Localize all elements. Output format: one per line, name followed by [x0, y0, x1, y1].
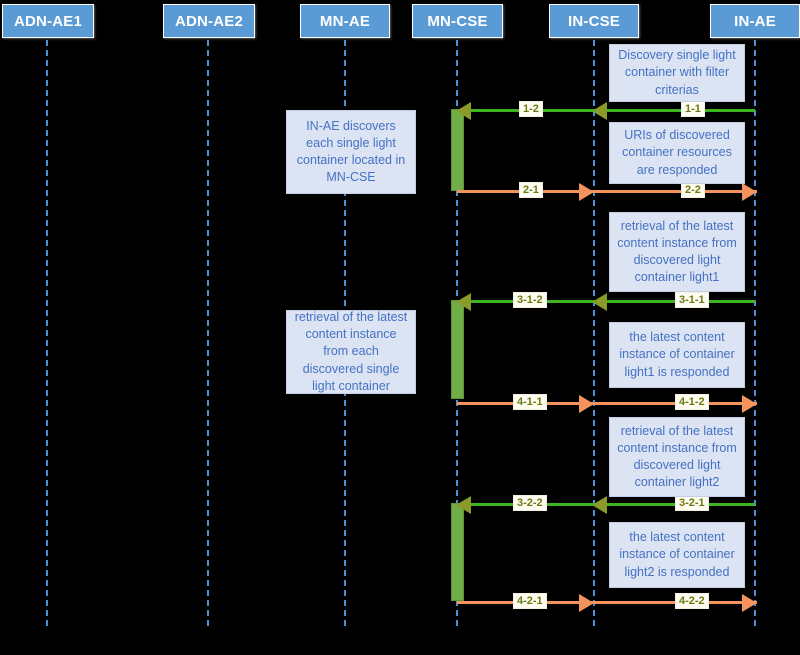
- message-line-1-1: [594, 109, 755, 112]
- activation-bar: [451, 300, 464, 399]
- message-label-3-1-1: 3-1-1: [675, 292, 709, 309]
- message-line-3-2-1: [594, 503, 755, 506]
- note-in-ae-discovers-text: IN-AE discovers each single light contai…: [296, 118, 406, 185]
- actor-box-in-ae[interactable]: IN-AE: [710, 4, 800, 38]
- arrowhead-2-2: [742, 183, 757, 201]
- note-light2-responded: the latest content instance of container…: [609, 522, 745, 588]
- message-label-4-1-2: 4-1-2: [675, 394, 709, 411]
- message-label-4-2-2: 4-2-2: [675, 593, 709, 610]
- actor-label-adn-ae1: ADN-AE1: [13, 12, 83, 30]
- message-label-4-1-1: 4-1-1: [513, 394, 547, 411]
- note-uris-responded: URIs of discovered container resources a…: [609, 122, 745, 184]
- message-label-3-2-2: 3-2-2: [513, 495, 547, 512]
- arrowhead-1-2: [456, 102, 471, 120]
- lifeline-in-cse: [593, 40, 595, 626]
- message-line-2-2: [594, 190, 757, 193]
- actor-box-mn-ae[interactable]: MN-AE: [300, 4, 390, 38]
- message-label-2-2: 2-2: [681, 182, 705, 199]
- note-light1-responded-text: the latest content instance of container…: [619, 330, 735, 379]
- note-discovery-request: Discovery single light container with fi…: [609, 44, 745, 102]
- arrowhead-2-1: [579, 183, 594, 201]
- message-label-3-1-2: 3-1-2: [513, 292, 547, 309]
- actor-label-in-cse: IN-CSE: [567, 12, 621, 30]
- arrowhead-3-1-2: [456, 293, 471, 311]
- message-label-1-2: 1-2: [519, 101, 543, 118]
- message-label-2-1: 2-1: [519, 182, 543, 199]
- actor-label-in-ae: IN-AE: [734, 12, 776, 30]
- actor-box-adn-ae2[interactable]: ADN-AE2: [163, 4, 255, 38]
- actor-box-in-cse[interactable]: IN-CSE: [549, 4, 639, 38]
- lifeline-in-ae: [754, 40, 756, 626]
- note-light1-responded: the latest content instance of container…: [609, 322, 745, 388]
- arrowhead-4-2-2: [742, 594, 757, 612]
- activation-bar: [451, 109, 464, 191]
- message-label-1-1: 1-1: [681, 101, 705, 118]
- actor-box-adn-ae1[interactable]: ADN-AE1: [2, 4, 94, 38]
- actor-box-mn-cse[interactable]: MN-CSE: [412, 4, 503, 38]
- message-label-3-2-1: 3-2-1: [675, 495, 709, 512]
- note-uris-responded-text: URIs of discovered container resources a…: [622, 128, 732, 177]
- arrowhead-3-1-1: [592, 293, 607, 311]
- arrowhead-4-2-1: [579, 594, 594, 612]
- note-retrieve-light1-text: retrieval of the latest content instance…: [617, 218, 737, 285]
- actor-label-mn-ae: MN-AE: [319, 12, 371, 30]
- note-retrieval-each-text: retrieval of the latest content instance…: [294, 309, 408, 393]
- actor-label-mn-cse: MN-CSE: [427, 12, 488, 30]
- note-retrieve-light2-text: retrieval of the latest content instance…: [617, 423, 737, 490]
- arrowhead-4-1-2: [742, 395, 757, 413]
- message-label-4-2-1: 4-2-1: [513, 593, 547, 610]
- arrowhead-3-2-1: [592, 496, 607, 514]
- message-line-3-1-1: [594, 300, 755, 303]
- lifeline-adn-ae2: [207, 40, 209, 626]
- note-retrieval-each: retrieval of the latest content instance…: [286, 310, 416, 394]
- note-discovery-request-text: Discovery single light container with fi…: [618, 48, 736, 97]
- note-light2-responded-text: the latest content instance of container…: [619, 530, 735, 579]
- activation-bar: [451, 503, 464, 601]
- note-retrieve-light2: retrieval of the latest content instance…: [609, 417, 745, 497]
- arrowhead-1-1: [592, 102, 607, 120]
- arrowhead-4-1-1: [579, 395, 594, 413]
- note-in-ae-discovers: IN-AE discovers each single light contai…: [286, 110, 416, 194]
- arrowhead-3-2-2: [456, 496, 471, 514]
- lifeline-adn-ae1: [46, 40, 48, 626]
- note-retrieve-light1: retrieval of the latest content instance…: [609, 212, 745, 292]
- actor-label-adn-ae2: ADN-AE2: [174, 12, 244, 30]
